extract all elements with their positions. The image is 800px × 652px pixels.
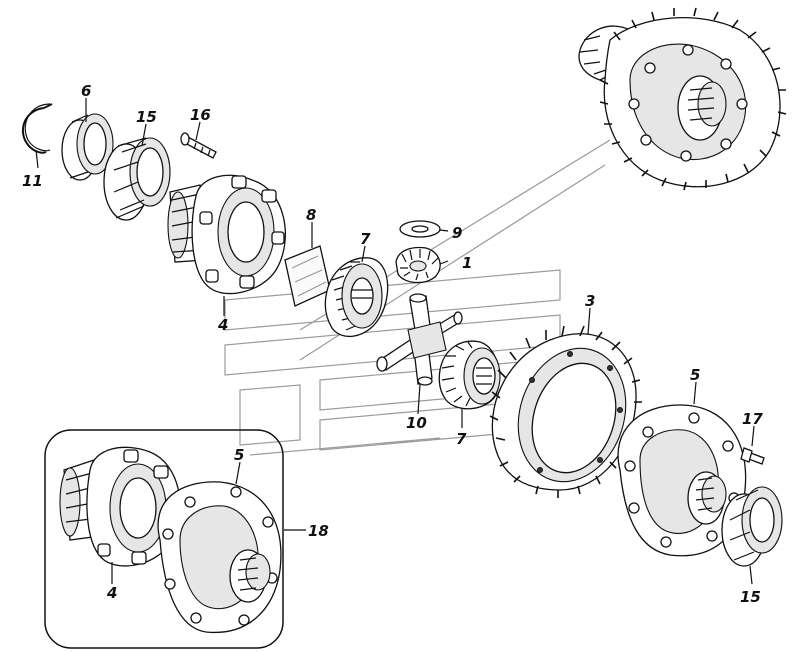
small-bolt-part [740, 447, 765, 465]
inset-kit-box [44, 429, 284, 649]
callout-11: 11 [22, 172, 43, 190]
side-gear-upper-part [324, 257, 389, 338]
callout-4-inset: 4 [106, 584, 117, 602]
callout-15-lower: 15 [740, 588, 761, 606]
callout-3: 3 [585, 292, 595, 310]
leader-lines [35, 98, 755, 585]
spider-cross-part [376, 293, 463, 386]
callout-15-upper: 15 [136, 108, 157, 126]
washer-part [399, 220, 441, 238]
callout-16: 16 [190, 106, 211, 124]
case-half-upper-part [167, 174, 286, 295]
bearing-ring-part [61, 113, 114, 181]
snap-ring-part [21, 103, 53, 154]
ring-gear-part [489, 325, 642, 498]
callout-8: 8 [306, 206, 316, 224]
callout-6: 6 [81, 82, 91, 100]
callout-9: 9 [452, 224, 462, 242]
callout-17: 17 [742, 410, 763, 428]
side-gear-lower-part [438, 340, 501, 410]
callout-18: 18 [308, 522, 329, 540]
callout-5-inset: 5 [234, 446, 244, 464]
callout-7-lower: 7 [456, 430, 467, 448]
pinion-gear-part [395, 246, 441, 284]
callout-labels: 11 6 15 16 8 7 9 1 4 3 10 7 5 17 15 5 18… [22, 82, 763, 606]
case-flange-right-part [617, 404, 747, 557]
callout-4-upper: 4 [217, 316, 228, 334]
callout-5-right: 5 [690, 366, 700, 384]
tapered-bearing-lower-part [721, 486, 783, 567]
assembled-differential-part [578, 7, 787, 191]
thrust-washer-part [284, 245, 331, 307]
bolt-part [180, 132, 217, 159]
callout-10: 10 [406, 414, 427, 432]
tapered-bearing-upper-part [103, 137, 171, 221]
callout-7-upper: 7 [360, 230, 371, 248]
callout-1: 1 [462, 254, 472, 272]
